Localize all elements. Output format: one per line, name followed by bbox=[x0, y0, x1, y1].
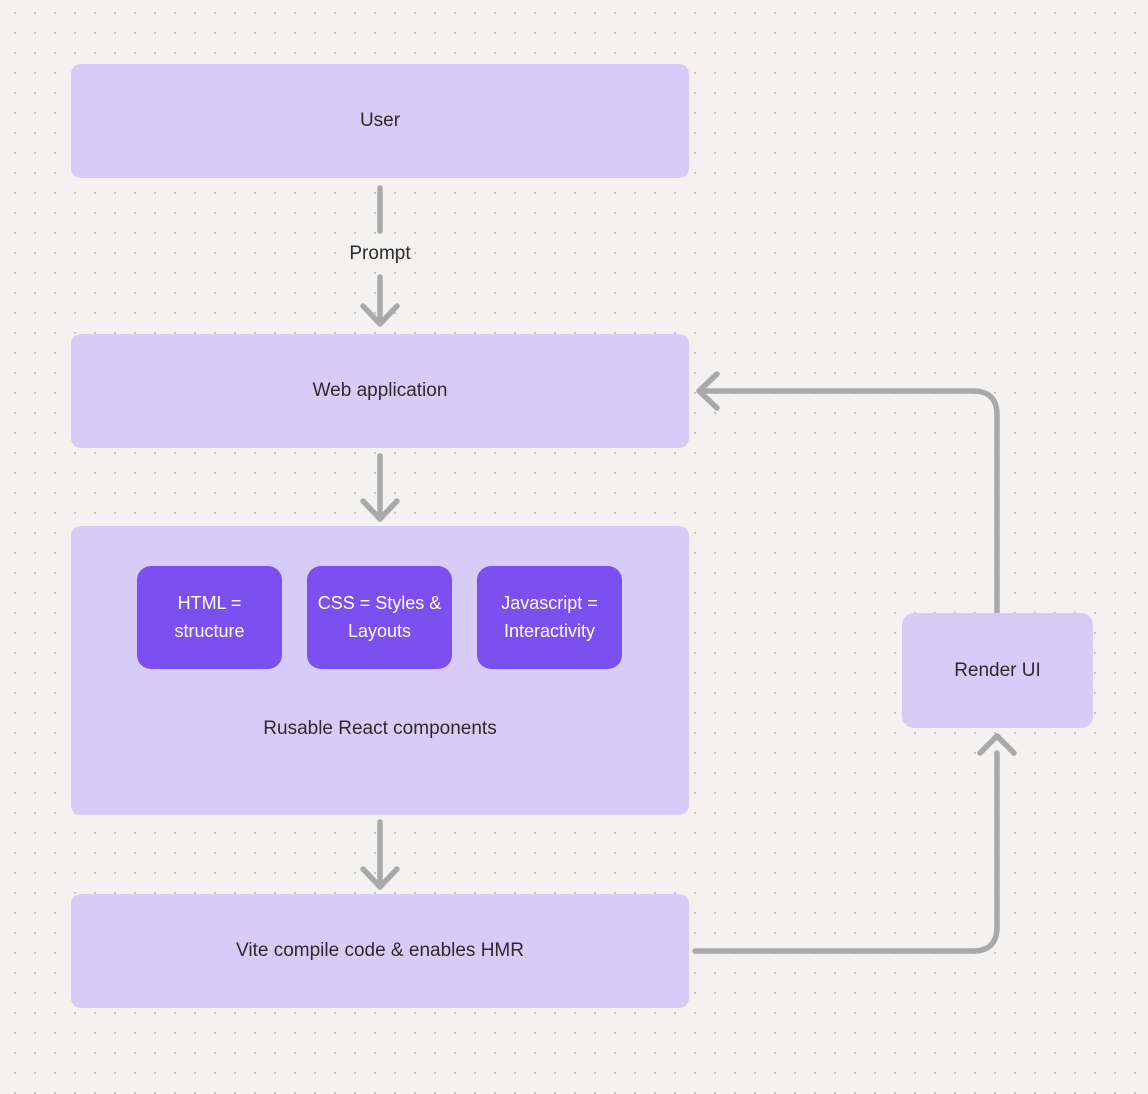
node-web-application-label: Web application bbox=[312, 380, 448, 401]
node-components-group: HTML = structure CSS = Styles & Layouts … bbox=[71, 526, 689, 815]
node-vite-label: Vite compile code & enables HMR bbox=[236, 940, 524, 961]
node-web-application: Web application bbox=[71, 334, 689, 448]
node-javascript-interactivity: Javascript = Interactivity bbox=[477, 566, 622, 669]
node-html-structure: HTML = structure bbox=[137, 566, 282, 669]
node-css-styles-label: CSS = Styles & Layouts bbox=[317, 592, 442, 641]
components-group-caption: Rusable React components bbox=[263, 718, 497, 739]
node-css-styles: CSS = Styles & Layouts bbox=[307, 566, 452, 669]
arrow-render-to-webapp-head-icon bbox=[696, 371, 720, 411]
arrow-user-to-webapp-head-icon bbox=[360, 303, 400, 327]
node-render-ui-label: Render UI bbox=[954, 659, 1041, 681]
arrow-webapp-to-group-head-icon bbox=[360, 498, 400, 522]
arrow-render-to-webapp-shaft bbox=[698, 388, 1000, 615]
arrow-vite-to-render-shaft bbox=[692, 750, 1000, 954]
node-user-label: User bbox=[359, 110, 401, 131]
edge-label-prompt: Prompt bbox=[349, 243, 411, 264]
node-render-ui: Render UI bbox=[902, 613, 1093, 728]
node-javascript-interactivity-label: Javascript = Interactivity bbox=[501, 592, 598, 641]
node-html-structure-label: HTML = structure bbox=[174, 592, 245, 641]
node-vite: Vite compile code & enables HMR bbox=[71, 894, 689, 1008]
arrow-group-to-vite-head-icon bbox=[360, 866, 400, 890]
node-user: User bbox=[71, 64, 689, 178]
arrow-vite-to-render-head-icon bbox=[977, 733, 1017, 756]
